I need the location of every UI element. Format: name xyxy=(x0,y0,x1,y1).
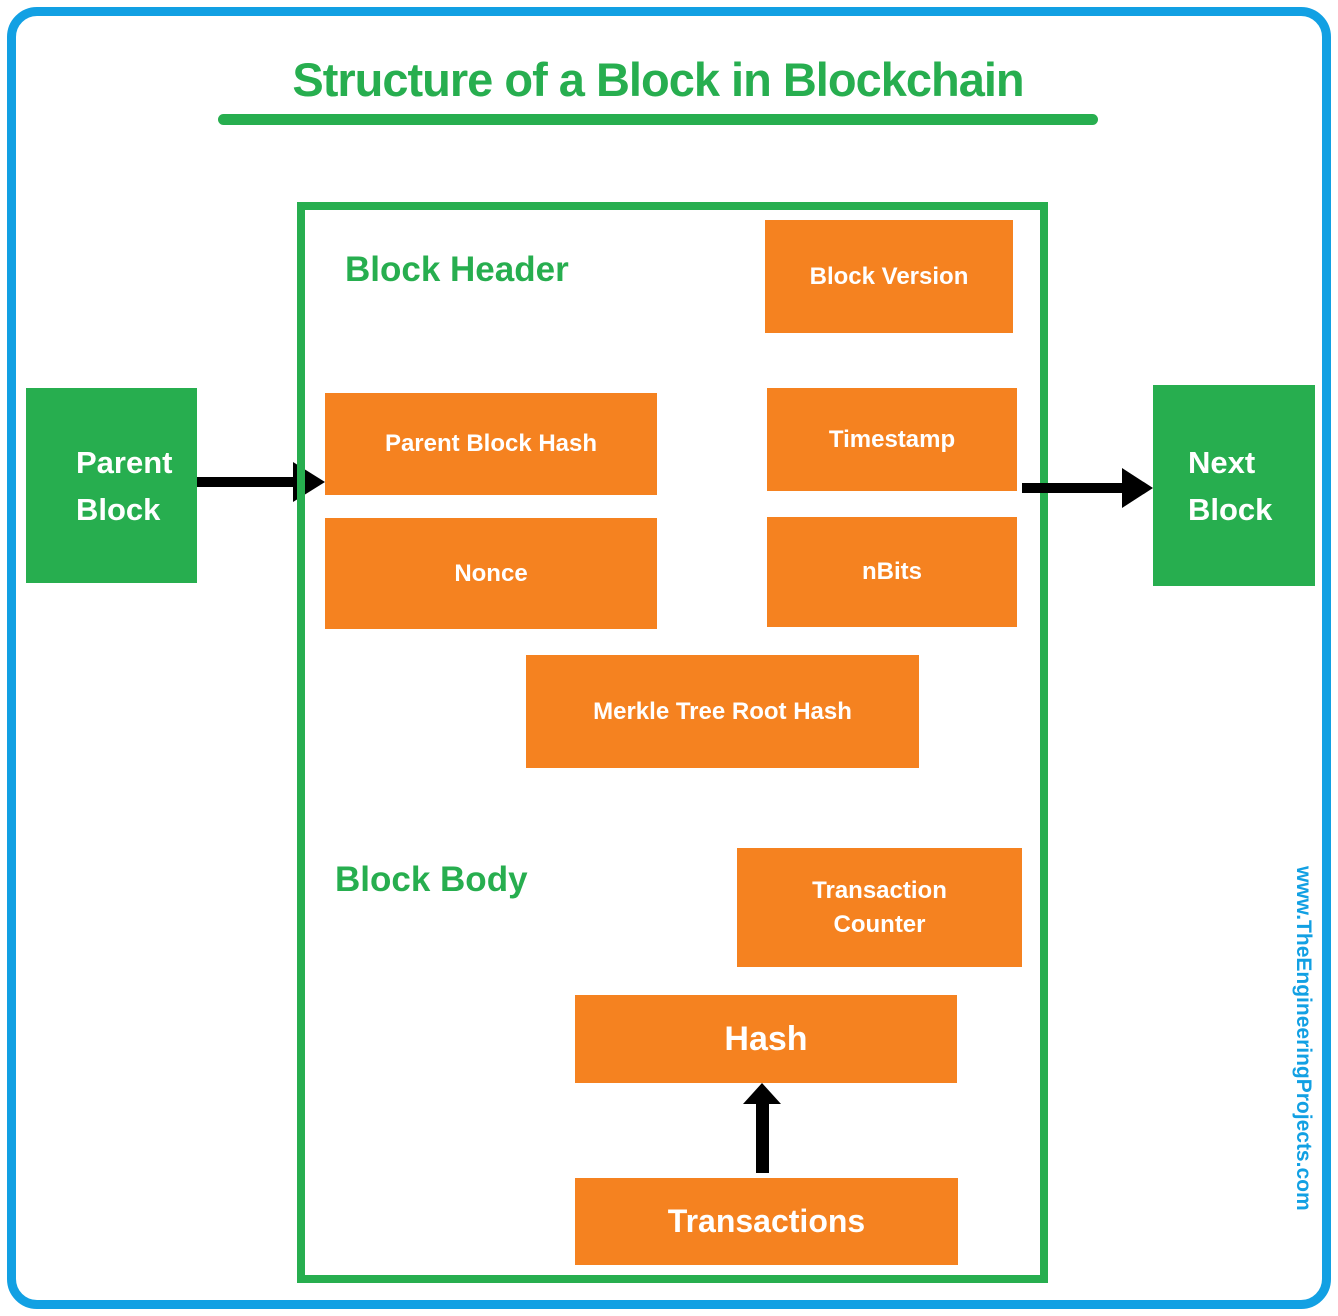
nbits-box: nBits xyxy=(767,517,1017,627)
parent-block-node: Parent Block xyxy=(26,388,197,583)
arrow-block-to-next-shaft xyxy=(1022,483,1123,493)
parent-block-label: Parent Block xyxy=(76,444,173,527)
outer-border-frame xyxy=(7,7,1331,1309)
page-title: Structure of a Block in Blockchain xyxy=(292,53,1024,106)
block-version-box: Block Version xyxy=(765,220,1013,333)
block-body-section-label: Block Body xyxy=(335,860,528,899)
hash-box: Hash xyxy=(575,995,957,1083)
arrow-parent-to-block-shaft xyxy=(197,477,294,487)
next-block-label: Next Block xyxy=(1188,444,1273,527)
arrow-transactions-to-hash-shaft xyxy=(756,1103,769,1173)
website-watermark: www.TheEngineeringProjects.com xyxy=(1292,866,1315,1211)
next-block-node: Next Block xyxy=(1153,385,1315,586)
block-container xyxy=(297,202,1048,1283)
transactions-box: Transactions xyxy=(575,1178,958,1265)
transaction-counter-box: Transaction Counter xyxy=(737,848,1022,967)
timestamp-box: Timestamp xyxy=(767,388,1017,491)
nonce-box: Nonce xyxy=(325,518,657,629)
merkle-tree-root-hash-box: Merkle Tree Root Hash xyxy=(526,655,919,768)
title-underline xyxy=(218,114,1098,125)
parent-block-hash-box: Parent Block Hash xyxy=(325,393,657,495)
transaction-counter-label: Transaction Counter xyxy=(812,876,947,938)
arrow-transactions-to-hash-head-icon xyxy=(743,1083,781,1104)
block-header-section-label: Block Header xyxy=(345,250,569,289)
arrow-block-to-next-head-icon xyxy=(1122,468,1153,508)
